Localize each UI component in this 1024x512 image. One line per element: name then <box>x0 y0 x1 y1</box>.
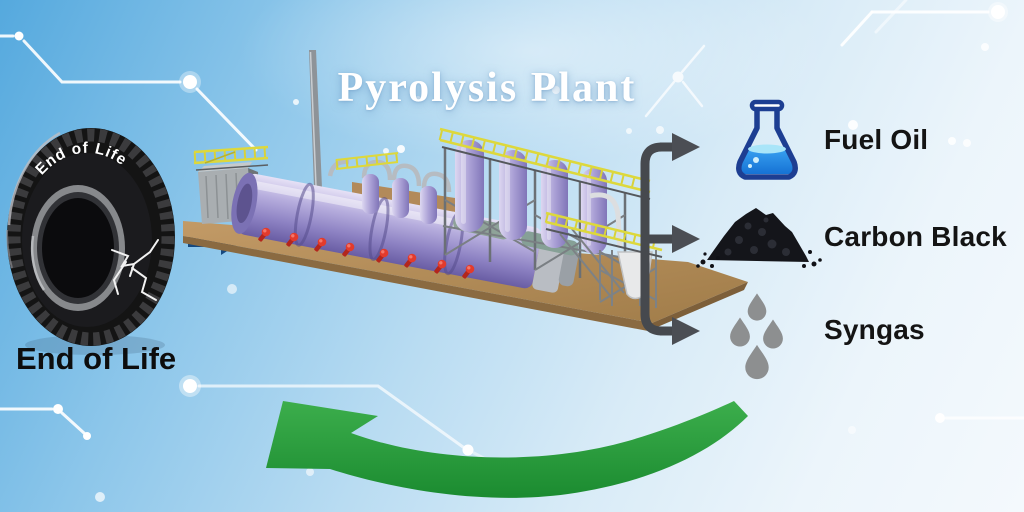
carbon-black-label: Carbon Black <box>824 221 1007 252</box>
flask-icon <box>736 99 798 180</box>
end-of-life-tire-illustration: End of Life <box>5 128 175 355</box>
fuel-oil-label: Fuel Oil <box>824 124 929 155</box>
carbon-pile-icon <box>696 208 822 268</box>
output-flow-arrows <box>640 133 700 345</box>
railing-left <box>193 145 269 171</box>
arrowhead-carbon-black <box>672 225 700 253</box>
tire-tread <box>7 128 175 346</box>
oil-tanks-and-pipes <box>327 159 452 224</box>
end-of-life-label: End of Life <box>16 341 177 376</box>
tire-cracks <box>111 239 159 301</box>
recycle-arrow-icon <box>266 401 748 498</box>
gas-droplets-icon <box>730 293 783 380</box>
railing-mid <box>335 152 399 170</box>
furnace-wall <box>352 182 468 214</box>
arrowhead-fuel-oil <box>672 133 700 161</box>
arrowhead-syngas <box>672 317 700 345</box>
pyrolysis-plant-illustration <box>183 50 748 331</box>
railing-top <box>438 127 652 200</box>
gas-pipe <box>589 192 623 249</box>
syngas-label: Syngas <box>824 314 925 345</box>
tire-bore <box>42 198 114 298</box>
diagram-title: Pyrolysis Plant <box>337 65 637 111</box>
